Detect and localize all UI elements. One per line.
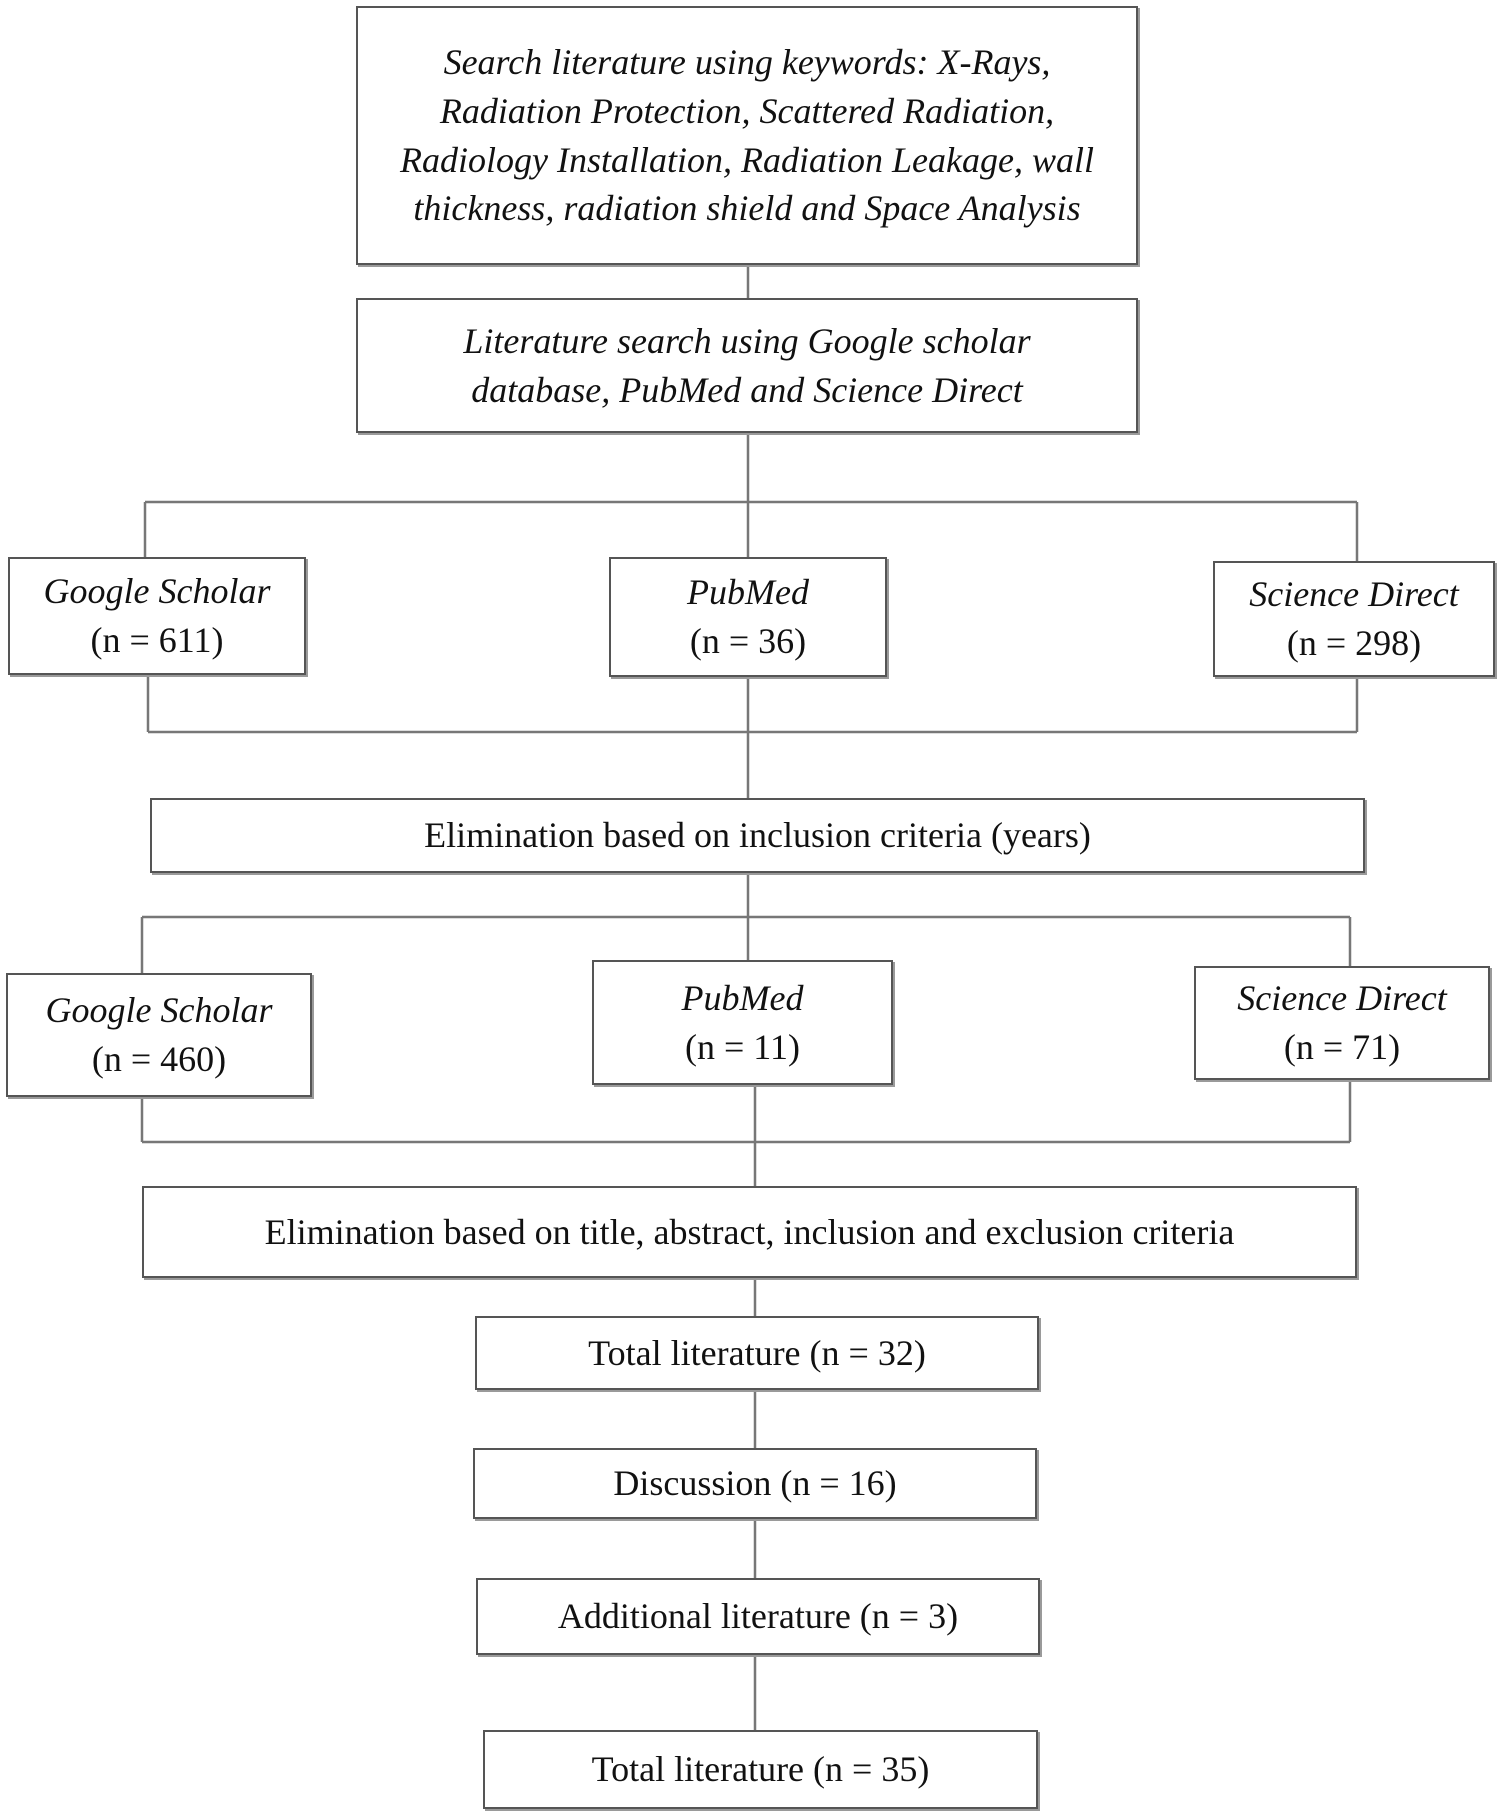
science-direct-label: Science Direct [1237,978,1447,1019]
discussion-text: Discussion (n = 16) [613,1463,897,1504]
science-direct-count: (n = 298) [1286,623,1422,663]
google-scholar-count: (n = 460) [91,1039,227,1079]
google-scholar-count: (n = 611) [90,620,224,660]
discussion-box: Discussion (n = 16) [473,1448,1037,1519]
keywords-text: Search literature using keywords: X-Rays… [400,42,1094,229]
google-scholar-initial-box: Google Scholar (n = 611) [8,557,306,675]
pubmed-label: PubMed [681,977,804,1018]
total-literature-text: Total literature (n = 32) [588,1332,926,1373]
science-direct-initial-box: Science Direct (n = 298) [1213,561,1495,677]
additional-literature-text: Additional literature (n = 3) [557,1596,959,1637]
google-scholar-label: Google Scholar [43,571,271,612]
final-total-literature-box: Total literature (n = 35) [483,1730,1038,1809]
science-direct-after-years-box: Science Direct (n = 71) [1194,966,1490,1080]
pubmed-label: PubMed [687,572,809,613]
final-total-literature-text: Total literature (n = 35) [591,1749,930,1790]
additional-literature-box: Additional literature (n = 3) [476,1578,1040,1655]
pubmed-count: (n = 36) [689,621,807,661]
science-direct-label: Science Direct [1249,574,1459,615]
database-box: Literature search using Google scholar d… [356,298,1138,433]
elimination-years-text: Elimination based on inclusion criteria … [424,815,1091,856]
elimination-criteria-text: Elimination based on title, abstract, in… [264,1211,1235,1252]
pubmed-initial-box: PubMed (n = 36) [609,557,887,677]
pubmed-after-years-box: PubMed (n = 11) [592,960,893,1085]
database-text: Literature search using Google scholar d… [463,320,1031,410]
elimination-years-box: Elimination based on inclusion criteria … [150,798,1365,873]
google-scholar-label: Google Scholar [45,990,273,1031]
google-scholar-after-years-box: Google Scholar (n = 460) [6,973,312,1097]
total-literature-box: Total literature (n = 32) [475,1316,1039,1390]
science-direct-count: (n = 71) [1283,1027,1401,1067]
elimination-criteria-box: Elimination based on title, abstract, in… [142,1186,1357,1278]
pubmed-count: (n = 11) [685,1026,800,1067]
keywords-box: Search literature using keywords: X-Rays… [356,6,1138,265]
